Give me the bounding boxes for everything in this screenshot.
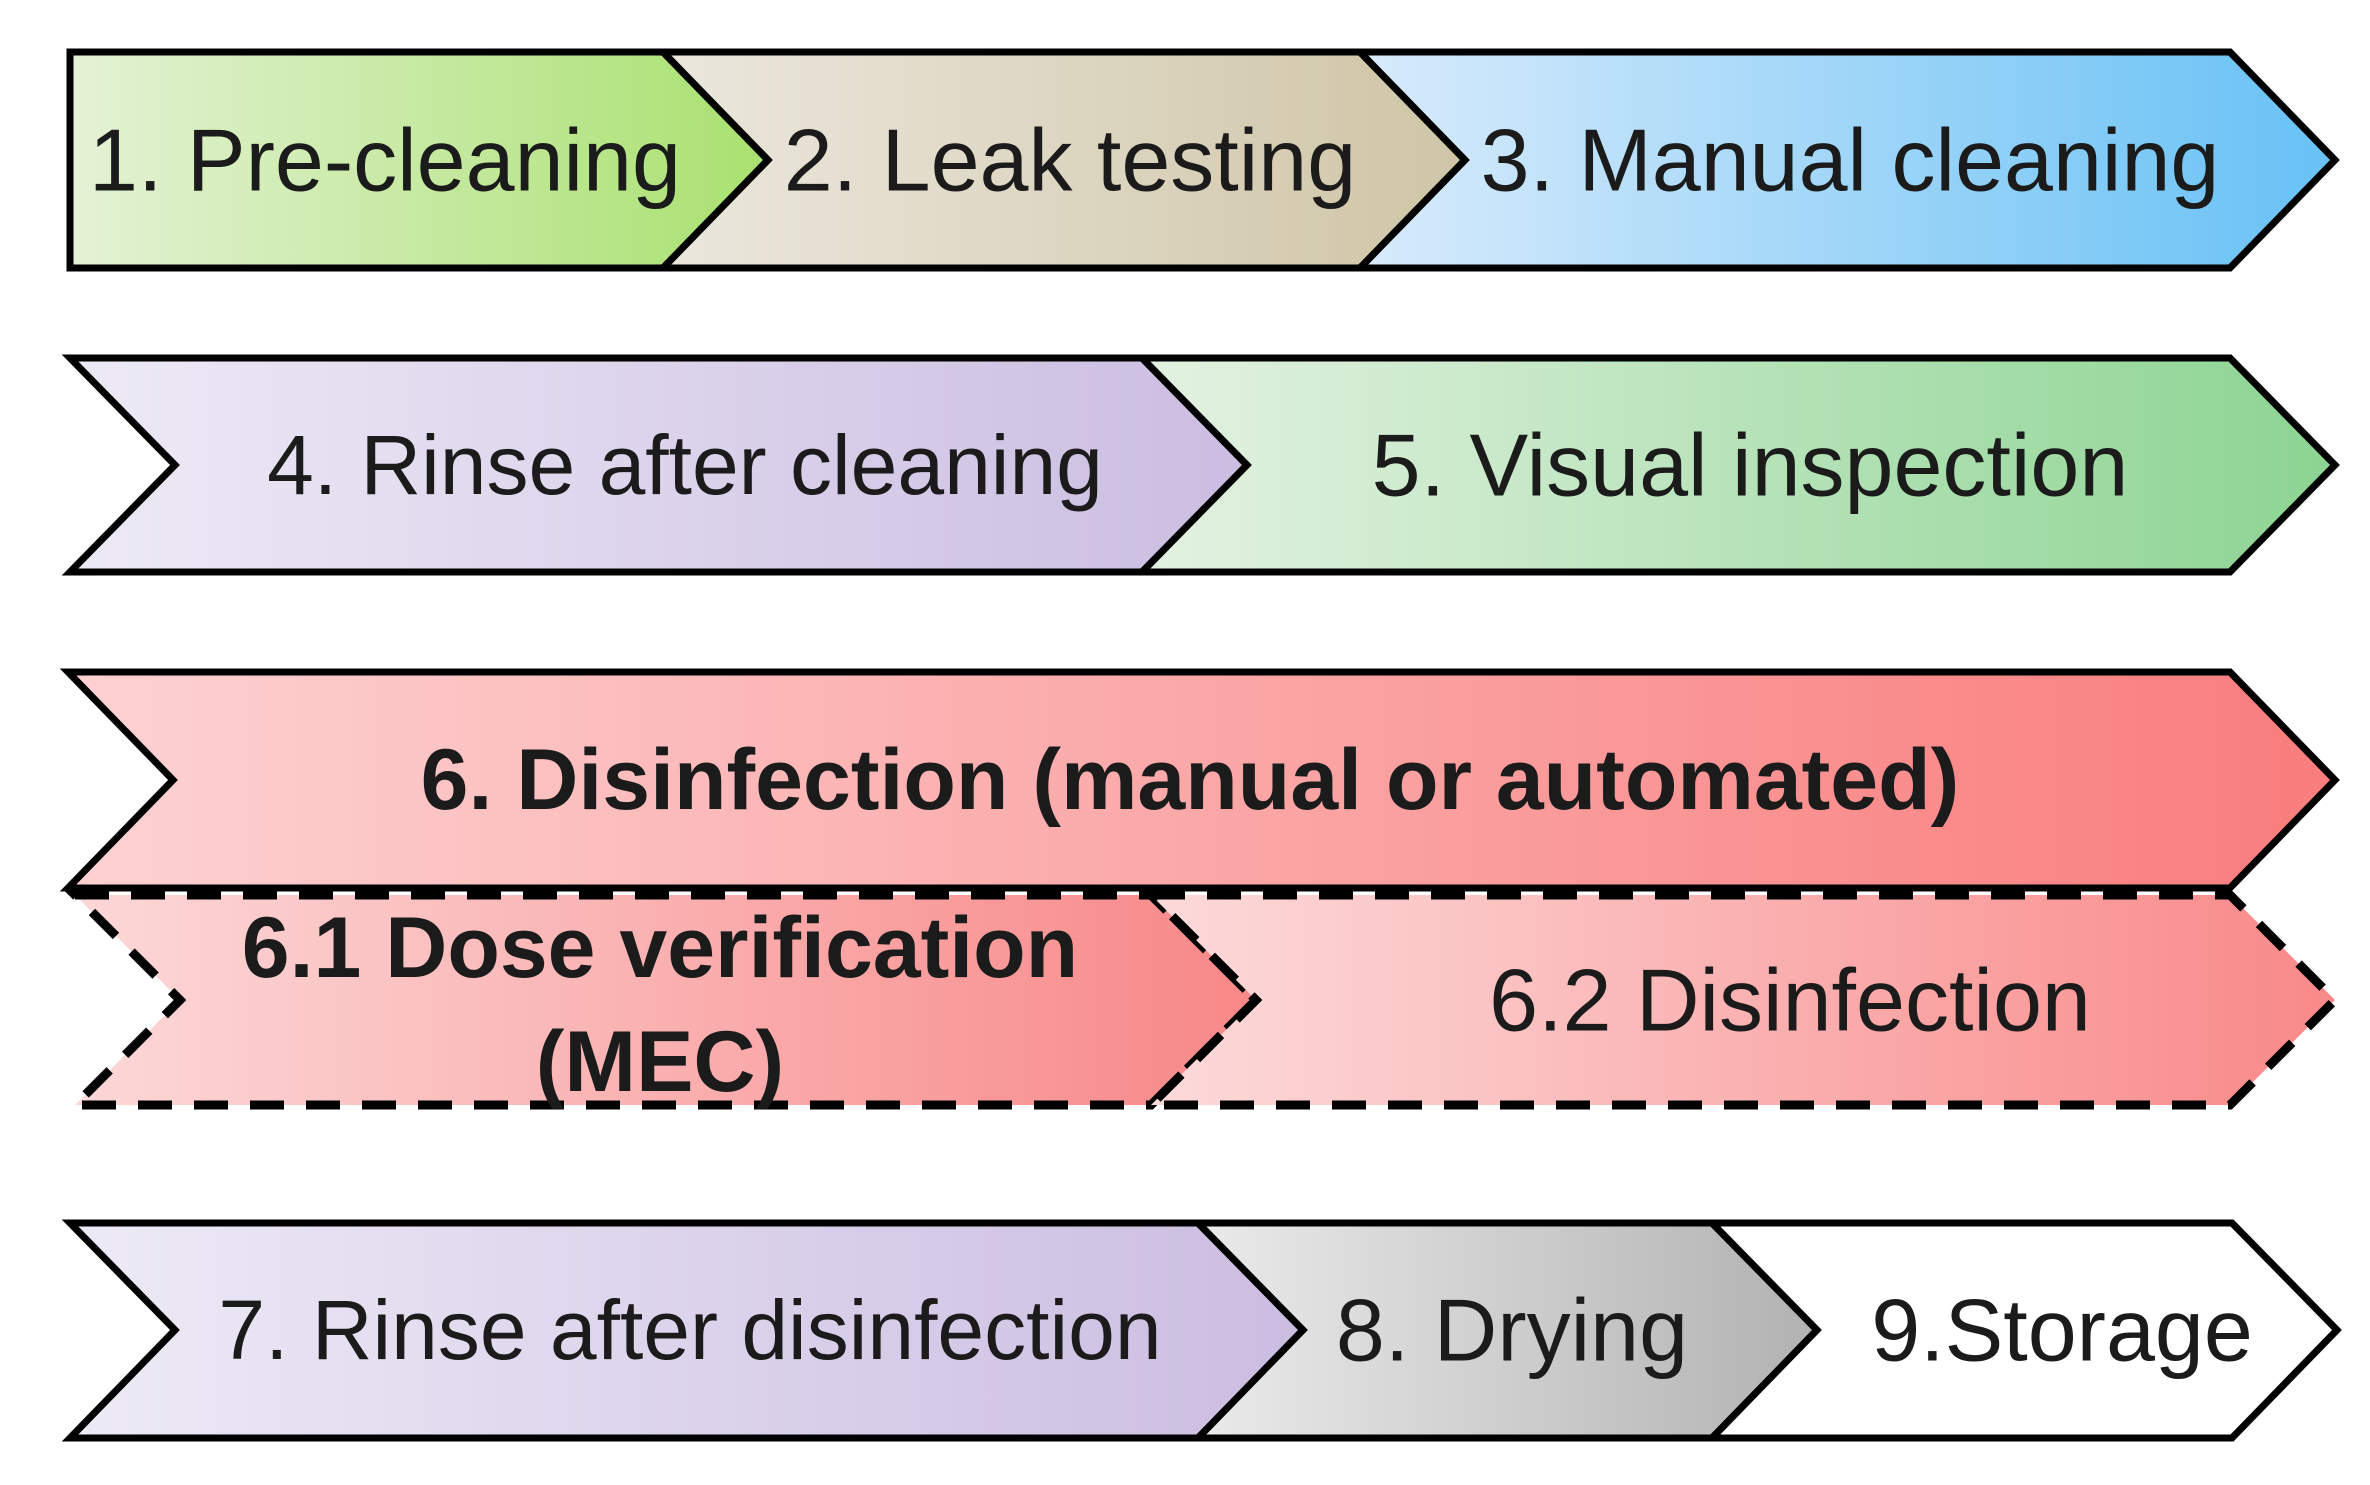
chevron-step-9 (1703, 1219, 2342, 1442)
chevron-step-5 (1133, 354, 2340, 576)
step-6-1-label-line1: 6.1 Dose verification (242, 900, 1078, 996)
flow-row-1: 1. Pre-cleaning 2. Leak testing 3. Manua… (66, 48, 2340, 272)
flow-row-2: 4. Rinse after cleaning 5. Visual inspec… (61, 354, 2340, 576)
chevron-step-6 (59, 668, 2340, 892)
flow-row-5: 7. Rinse after disinfection 8. Drying 9.… (61, 1219, 2342, 1442)
step-2-leak-testing: 2. Leak testing (654, 48, 1470, 272)
chevron-step-6-2 (1140, 890, 2342, 1110)
step-6-disinfection: 6. Disinfection (manual or automated) (59, 668, 2340, 892)
step-6-label: 6. Disinfection (manual or automated) (421, 732, 1960, 828)
step-5-label: 5. Visual inspection (1372, 416, 2129, 515)
step-6-1-dose-verification: 6.1 Dose verification (MEC) (64, 890, 1263, 1110)
step-9-label: 9.Storage (1871, 1281, 2253, 1380)
step-6-2-label: 6.2 Disinfection (1489, 951, 2091, 1050)
step-4-label: 4. Rinse after cleaning (267, 418, 1103, 512)
step-3-manual-cleaning: 3. Manual cleaning (1351, 48, 2340, 272)
step-6-1-label-line2: (MEC) (536, 1014, 784, 1110)
flow-row-4: 6.1 Dose verification (MEC) 6.2 Disinfec… (64, 890, 2342, 1110)
step-5-visual-inspection: 5. Visual inspection (1133, 354, 2340, 576)
step-7-rinse-after-disinfection: 7. Rinse after disinfection (61, 1219, 1308, 1442)
flow-row-3: 6. Disinfection (manual or automated) (59, 668, 2340, 892)
step-6-2-disinfection: 6.2 Disinfection (1140, 890, 2342, 1110)
step-7-label: 7. Rinse after disinfection (218, 1283, 1161, 1377)
step-4-rinse-after-cleaning: 4. Rinse after cleaning (61, 354, 1252, 576)
step-2-label: 2. Leak testing (784, 111, 1356, 210)
step-1-label: 1. Pre-cleaning (89, 111, 681, 210)
step-9-storage: 9.Storage (1703, 1219, 2342, 1442)
step-1-pre-cleaning: 1. Pre-cleaning (66, 48, 773, 272)
step-3-label: 3. Manual cleaning (1481, 111, 2220, 210)
chevron-step-3 (1351, 48, 2340, 272)
step-8-label: 8. Drying (1336, 1281, 1688, 1380)
